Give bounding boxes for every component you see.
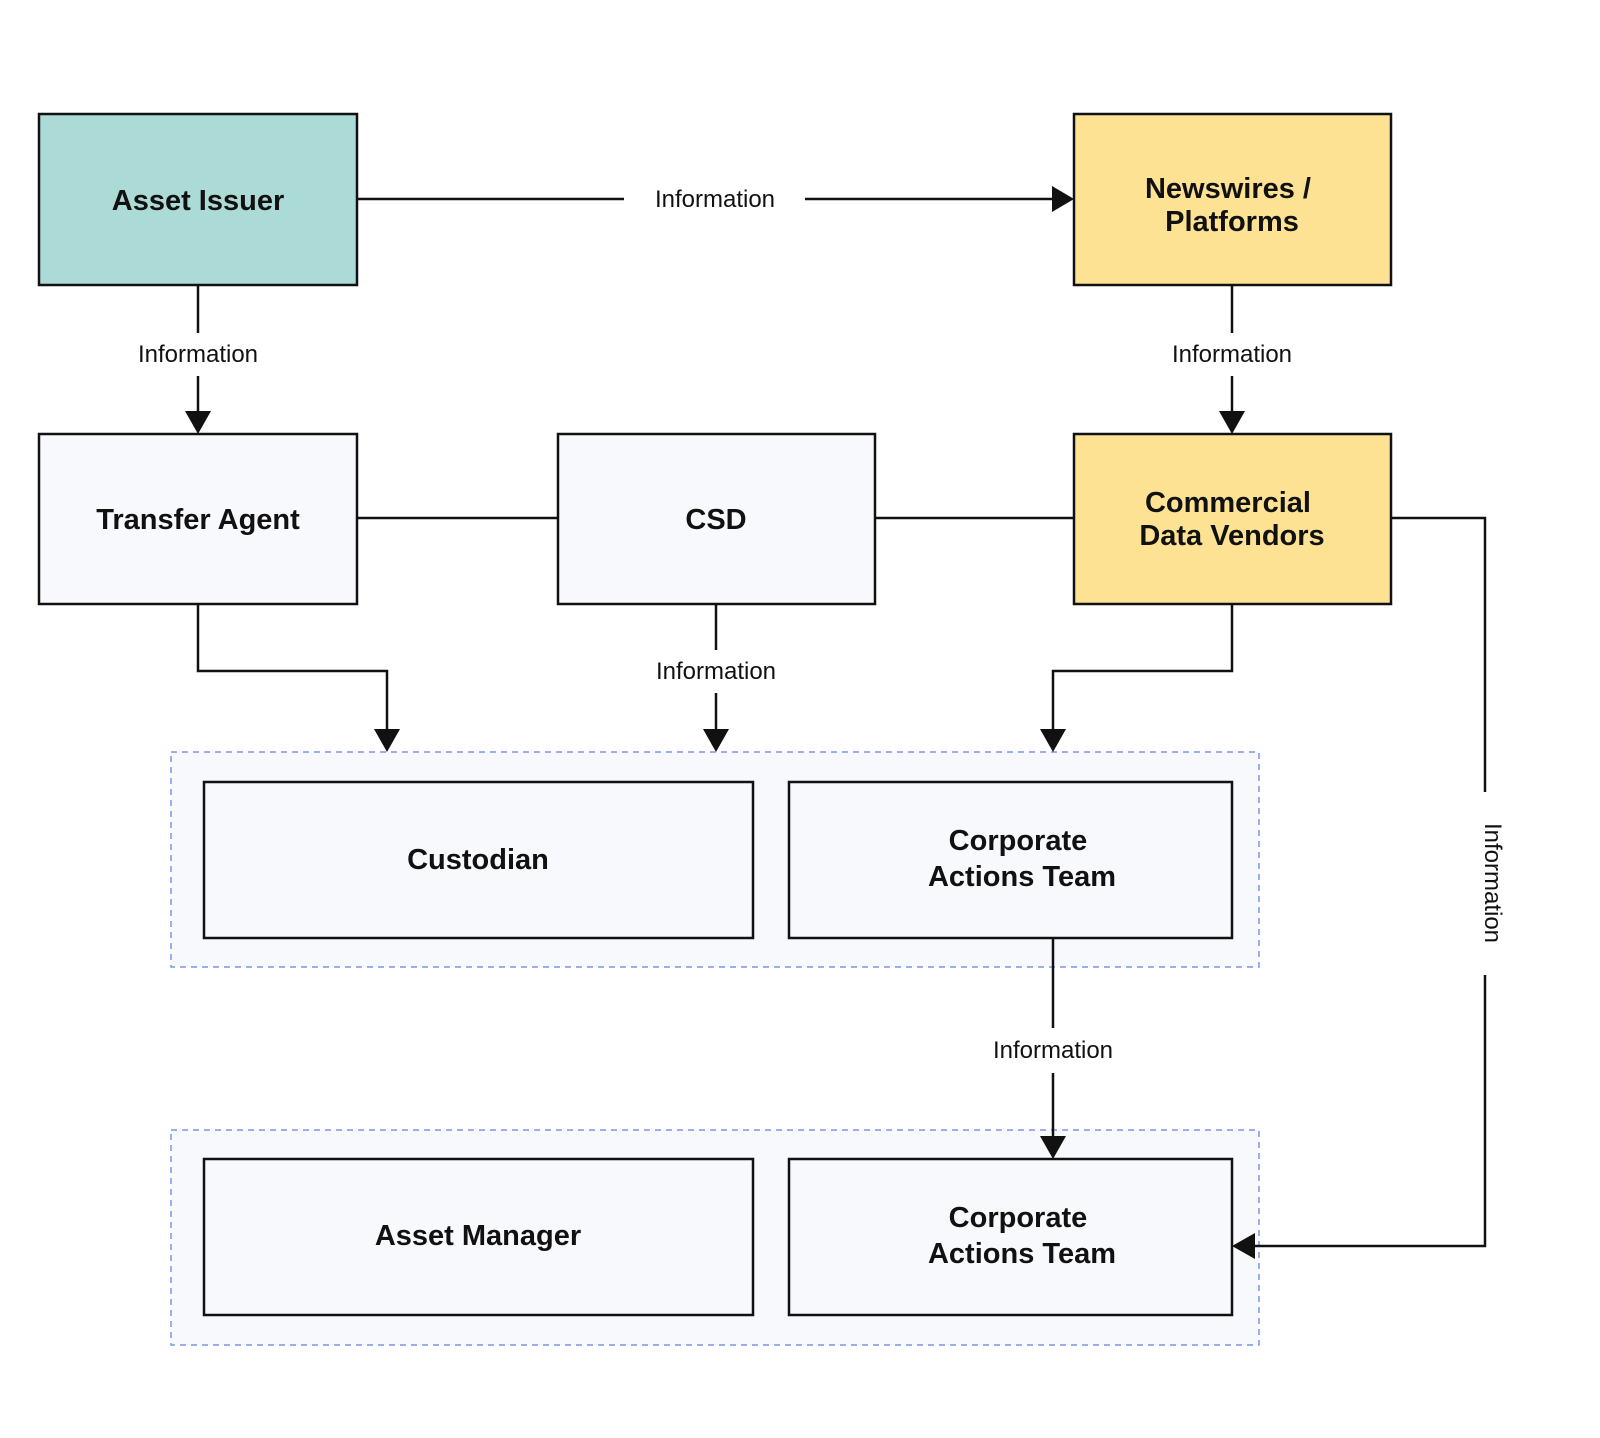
transfer-agent-box: [37, 432, 359, 606]
connectors: [196, 197, 1487, 1248]
commercial-data-vendors-label: Commercial Data Vendors: [1139, 487, 1324, 552]
edge-label-newswires-vendors: Information: [1172, 341, 1292, 368]
manager-ca-team-box: [787, 1157, 1234, 1317]
arrowhead-transfer-agent: [185, 411, 211, 434]
edge-transfer-custodian: [196, 604, 389, 731]
edge-vendors-manager-upper: [1391, 516, 1487, 792]
asset-manager-box: [202, 1157, 755, 1317]
arrowheads: [185, 186, 1255, 1259]
custodian-ca-team-line-2: Actions Team: [928, 861, 1116, 893]
custodian-ca-team-line-1: Corporate: [949, 825, 1088, 857]
newswires-label-line-2: Platforms: [1165, 206, 1299, 238]
manager-ca-team-line-1: Corporate: [949, 1202, 1088, 1234]
csd-label: CSD: [685, 504, 746, 536]
edge-vendors-manager-lower: [1253, 975, 1487, 1248]
arrowhead-custodian-center: [703, 729, 729, 752]
arrowhead-vendors: [1219, 411, 1245, 434]
newswires-label: Newswires / Platforms: [1145, 173, 1319, 238]
asset-manager-label: Asset Manager: [375, 1220, 581, 1252]
manager-ca-team-label: Corporate Actions Team: [928, 1202, 1116, 1270]
newswires-box: [1072, 112, 1393, 287]
edge-label-vendors-manager: Information: [1479, 823, 1506, 943]
arrowhead-manager-ca-team-top: [1040, 1136, 1066, 1159]
commercial-data-vendors-line-1: Commercial: [1145, 487, 1311, 519]
arrowhead-custodian-left: [374, 729, 400, 752]
edge-vendors-ca-team: [1051, 604, 1234, 731]
asset-issuer-box: [37, 112, 359, 287]
custodian-ca-team-label: Corporate Actions Team: [928, 825, 1116, 893]
custodian-ca-team-box: [787, 780, 1234, 940]
manager-ca-team-line-2: Actions Team: [928, 1238, 1116, 1270]
arrowhead-newswires: [1052, 186, 1074, 212]
edge-label-issuer-transfer: Information: [138, 341, 258, 368]
edge-label-issuer-newswires: Information: [655, 186, 775, 213]
arrowhead-ca-team: [1040, 729, 1066, 752]
commercial-data-vendors-box: [1072, 432, 1393, 606]
newswires-label-line-1: Newswires /: [1145, 173, 1311, 205]
arrowhead-manager-ca-team-right: [1232, 1233, 1255, 1259]
edge-label-ca-team-manager: Information: [993, 1037, 1113, 1064]
custodian-label: Custodian: [407, 844, 549, 876]
custodian-box: [202, 780, 755, 940]
asset-issuer-label: Asset Issuer: [112, 185, 285, 217]
transfer-agent-label: Transfer Agent: [96, 504, 300, 536]
edge-label-csd-custodian: Information: [656, 658, 776, 685]
commercial-data-vendors-line-2: Data Vendors: [1139, 520, 1324, 552]
csd-box: [556, 432, 877, 606]
